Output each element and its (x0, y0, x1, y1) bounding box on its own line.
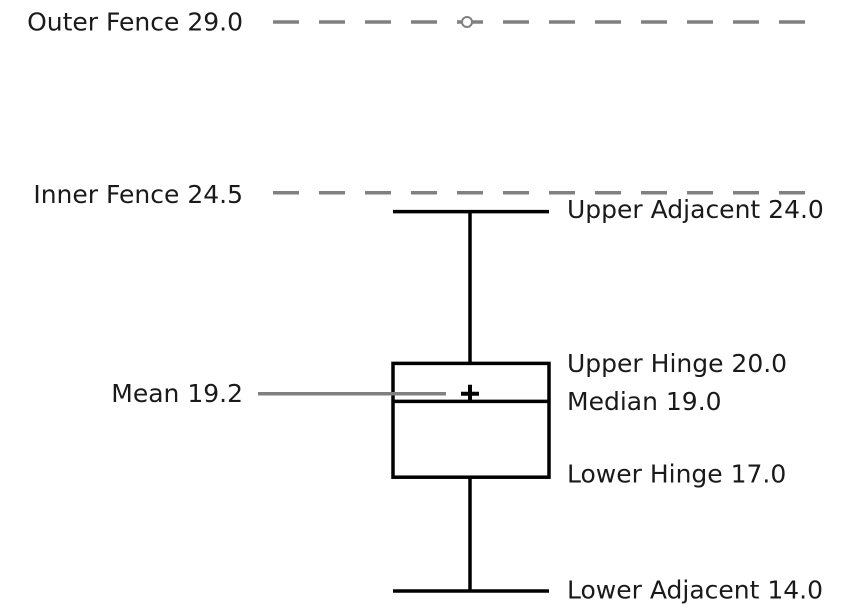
upper-adjacent-label: Upper Adjacent 24.0 (567, 195, 824, 224)
inner-fence-label: Inner Fence 24.5 (33, 180, 243, 209)
outer-fence-label: Outer Fence 29.0 (27, 8, 243, 37)
outlier-point (461, 16, 473, 28)
outlier-points (461, 16, 473, 28)
mean-marker (461, 384, 479, 403)
lower-adjacent-label: Lower Adjacent 14.0 (567, 576, 823, 605)
lower-hinge-label: Lower Hinge 17.0 (567, 460, 786, 489)
upper-hinge-label: Upper Hinge 20.0 (567, 349, 787, 378)
median-label: Median 19.0 (567, 387, 722, 416)
iqr-box (391, 361, 551, 479)
mean-label: Mean 19.2 (111, 379, 243, 408)
